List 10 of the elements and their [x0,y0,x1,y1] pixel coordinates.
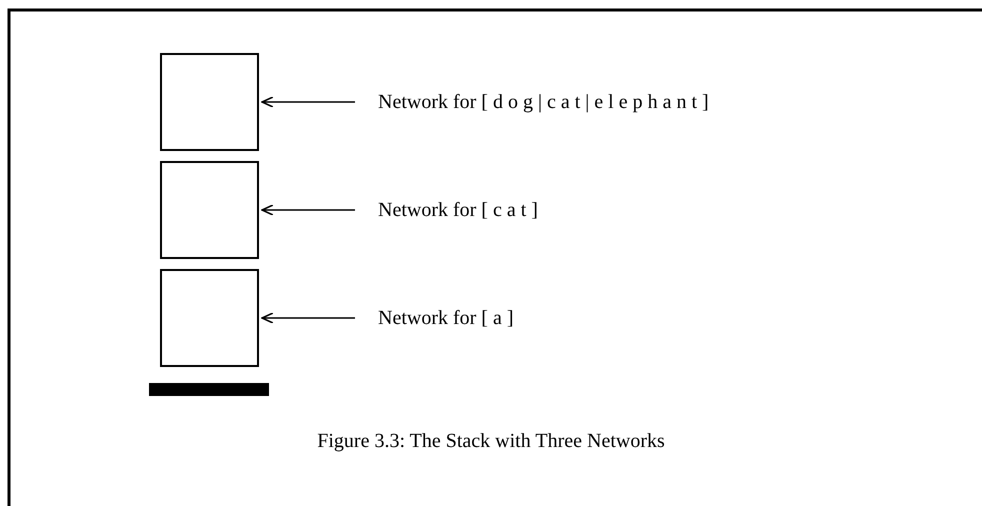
arrow [261,204,355,216]
network-label: Network for [ c a t ] [355,198,538,222]
network-label: Network for [ d o g | c a t | e l e p h a n t ] [355,90,709,114]
network-label: Network for [ a ] [355,306,514,330]
arrow [261,312,355,324]
stack-box [160,161,259,259]
figure-caption: Figure 3.3: The Stack with Three Networks [317,430,665,452]
stack-box [160,269,259,367]
arrow [261,96,355,108]
stack-box [160,53,259,151]
